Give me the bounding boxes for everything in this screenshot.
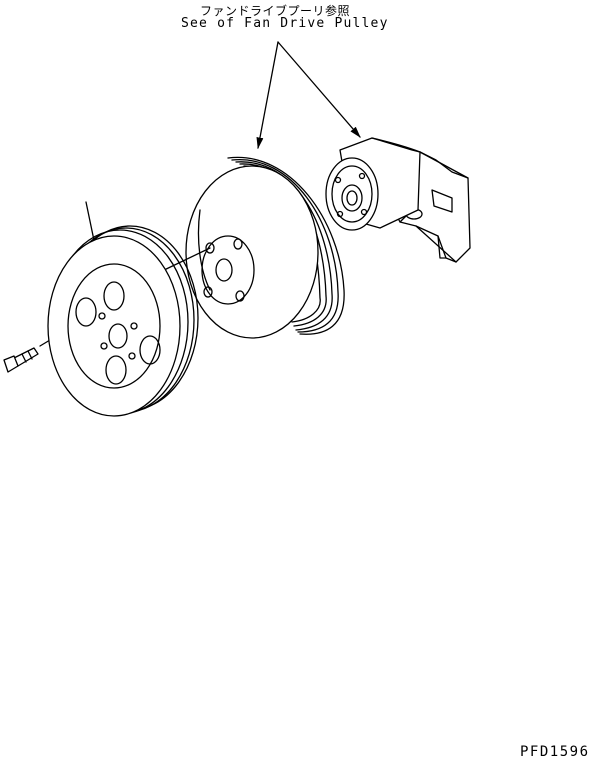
fan-drive-pulley: [185, 156, 345, 339]
drawing-code: PFD1596: [520, 744, 590, 760]
mounting-bolt: [3, 347, 39, 373]
callout-english-text: See of Fan Drive Pulley: [181, 16, 389, 31]
callout-leader-lines: [256, 41, 361, 150]
crank-pulley: [47, 201, 199, 417]
callout-japanese-text: ファンドライブプーリ参照: [200, 4, 351, 18]
fan-drive-bracket: [325, 137, 471, 263]
